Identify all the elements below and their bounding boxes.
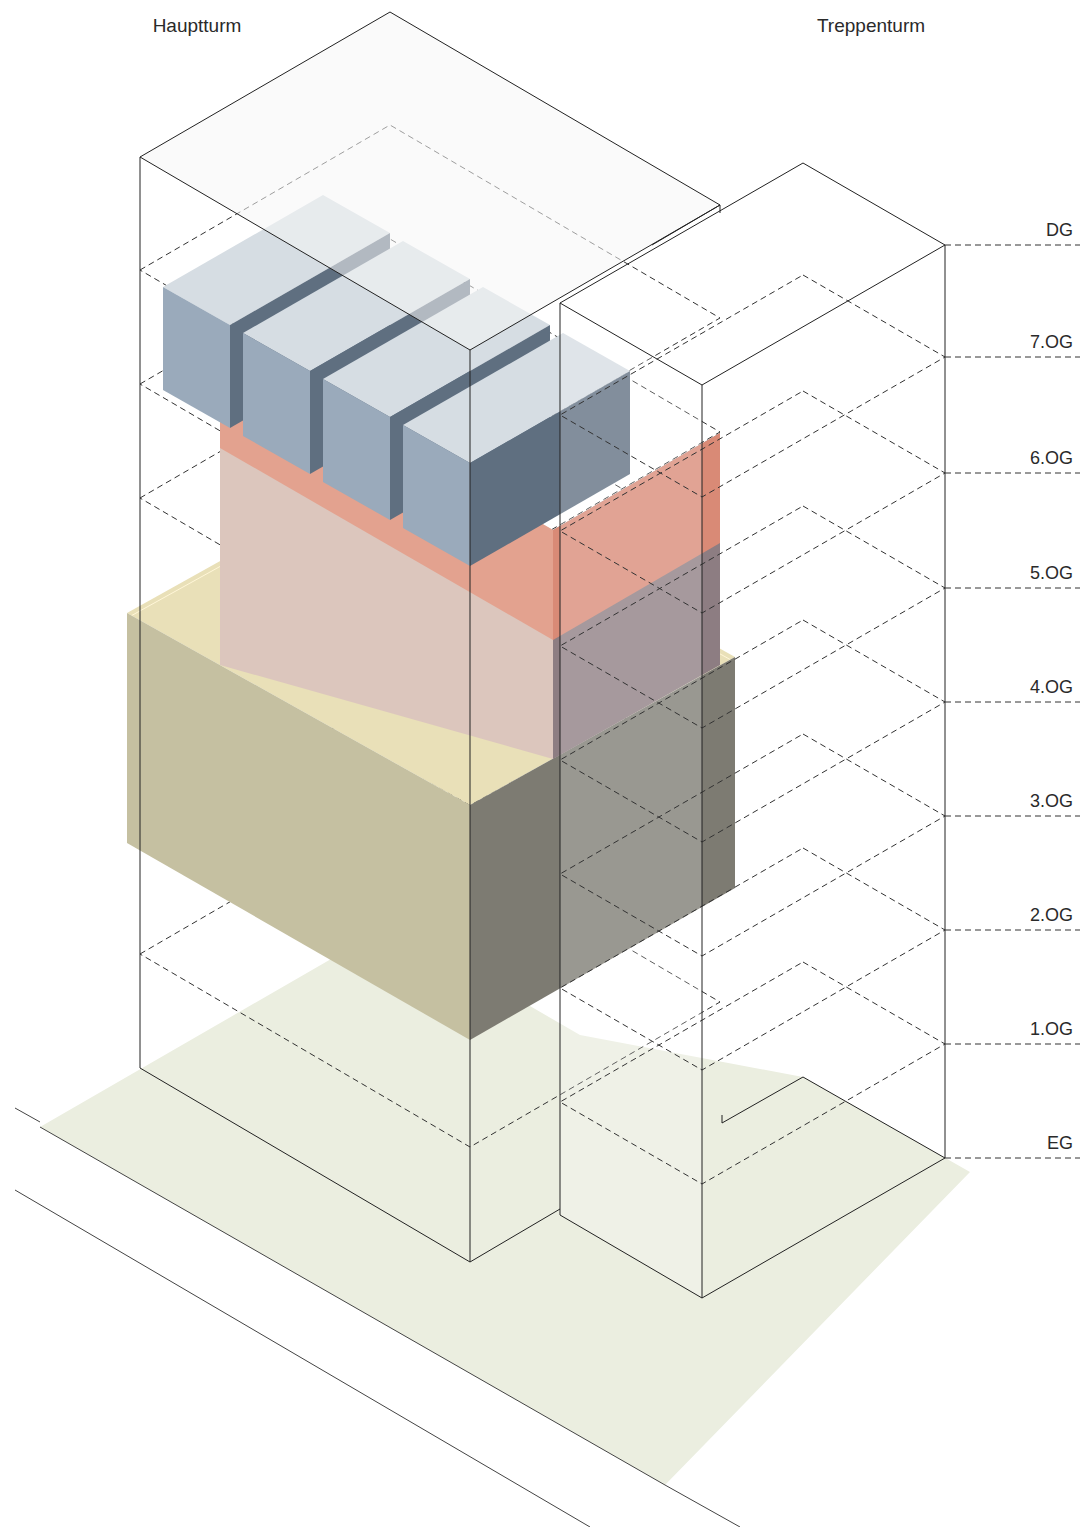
level-line	[945, 245, 1080, 246]
street-line	[15, 1190, 590, 1527]
outline	[140, 12, 720, 350]
floor-outline	[560, 506, 945, 728]
level-line	[945, 588, 1080, 589]
outline	[140, 157, 141, 1068]
level-label: 7.OG	[1029, 332, 1074, 354]
floor-outline	[560, 391, 945, 613]
level-leaders	[945, 245, 1080, 1158]
level-label: DG	[1045, 220, 1074, 242]
level-line	[945, 1158, 1080, 1159]
floor-outline	[560, 620, 945, 842]
level-line	[945, 473, 1080, 474]
box-left	[403, 425, 470, 566]
box-left	[163, 287, 230, 428]
level-label: 1.OG	[1029, 1019, 1074, 1041]
level-line	[945, 816, 1080, 817]
level-line	[945, 357, 1080, 358]
level-label: 6.OG	[1029, 448, 1074, 470]
floor-outline	[560, 275, 945, 497]
outline	[720, 205, 721, 213]
tower-name: Treppenturm	[817, 15, 925, 38]
level-label: 2.OG	[1029, 905, 1074, 927]
outline	[560, 303, 561, 1215]
outline	[702, 385, 703, 1298]
level-label: EG	[1046, 1133, 1074, 1155]
level-label: 4.OG	[1029, 677, 1074, 699]
main-tower-outline	[140, 12, 720, 1262]
level-label: 5.OG	[1029, 563, 1074, 585]
floor-outline	[560, 962, 945, 1184]
outline	[140, 1068, 560, 1262]
stair-tower-outline	[560, 163, 945, 1298]
floor-outline	[560, 848, 945, 1070]
box-left	[323, 379, 390, 520]
level-label: 3.OG	[1029, 791, 1074, 813]
outline	[470, 350, 471, 1262]
box-left	[243, 333, 310, 474]
main-tower-roof	[140, 12, 720, 350]
street-line	[15, 1108, 40, 1122]
street-line	[665, 1485, 740, 1527]
stair-tower-face	[560, 303, 702, 1298]
outline	[652, 205, 720, 245]
outline	[560, 1077, 945, 1298]
level-line	[945, 930, 1080, 931]
tower-name: Hauptturm	[153, 15, 242, 38]
level-line	[945, 702, 1080, 703]
stair-tower-floors	[560, 275, 945, 1184]
floor-outline	[560, 734, 945, 956]
level-line	[945, 1044, 1080, 1045]
outline	[560, 163, 945, 385]
